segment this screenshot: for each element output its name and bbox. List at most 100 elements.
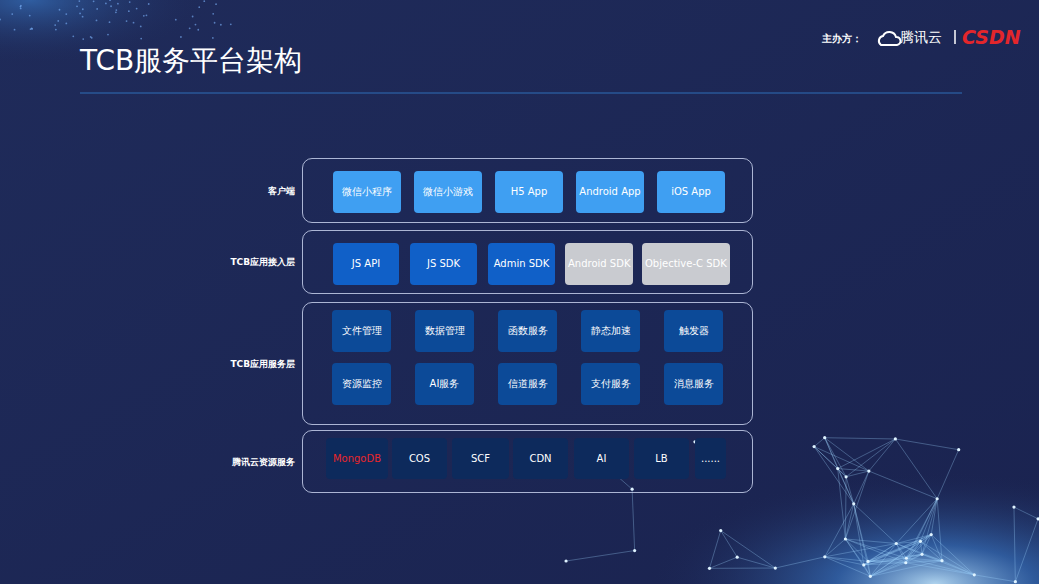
service-name: 微信小游戏 [423,186,473,198]
corner-dot [212,13,214,15]
service-box: 消息服务 [664,363,723,405]
corner-dot [55,29,57,31]
network-line [931,535,974,575]
network-dot [862,563,865,566]
corner-dot [107,34,109,36]
service-box: Admin SDK [488,243,555,285]
corner-dots [0,0,232,40]
corner-dot [31,27,33,29]
corner-dot [20,8,22,10]
network-line [931,535,942,561]
corner-dot [136,8,138,10]
network-line [825,557,868,562]
service-name: ...... [701,453,720,465]
service-name: 触发器 [679,325,709,337]
network-line [845,477,847,539]
corner-dot [214,22,216,24]
service-name: MongoDB [333,453,381,465]
service-box: AI [574,438,629,479]
service-name: 函数服务 [508,325,548,337]
network-dot [936,497,939,500]
network-line [895,439,937,499]
corner-dot [230,23,232,25]
layer-label: 客户端 [205,184,295,197]
service-name: Objective-C SDK [645,258,727,270]
network-line [869,471,937,499]
network-line [906,554,922,562]
service-box: COS [392,438,447,479]
service-name: 数据管理 [425,325,465,337]
network-line [845,539,905,563]
service-box: 信道服务 [498,363,557,405]
network-line [721,531,737,558]
corner-dot [117,3,119,5]
network-dot [836,467,839,470]
logo-separator [954,30,956,44]
service-box: 微信小游戏 [414,171,482,213]
service-name: Admin SDK [494,258,550,270]
network-dot [708,567,711,570]
network-line [845,539,896,544]
network-line [825,504,854,557]
corner-dot [31,28,33,30]
service-name: LB [655,453,667,465]
service-name: 资源监控 [342,378,382,390]
corner-dot [146,14,148,16]
network-dot [904,561,907,564]
corner-dot [105,3,107,5]
corner-dot [76,5,78,7]
globe-network [564,436,1039,583]
corner-dot [54,24,56,26]
service-name: H5 App [511,186,548,198]
corner-dot [65,23,67,25]
network-dot [1014,580,1017,583]
network-dot [823,555,826,558]
corner-dot [59,9,61,11]
layer-band: TCB应用接入层JS APIJS SDKAdmin SDKAndroid SDK… [302,230,753,294]
page-title: TCB服务平台架构 [80,42,302,80]
service-box: AI服务 [415,363,474,405]
service-name: JS API [352,258,380,270]
network-line [721,531,776,568]
network-line [838,469,846,539]
network-line [870,554,922,576]
tencent-cloud-logo: 腾讯云 [900,29,942,47]
network-line [825,438,896,439]
corner-dot [140,38,142,40]
service-name: 消息服务 [674,378,714,390]
network-dot [564,559,567,562]
network-dot [633,549,636,552]
network-line [814,438,825,447]
corner-dot [175,19,177,21]
network-dot [905,557,908,560]
network-line [868,535,931,562]
network-line [974,575,1015,582]
network-dot [866,560,869,563]
service-box: 资源监控 [332,363,391,405]
network-line [937,450,959,499]
service-box: SCF [452,438,509,479]
corner-dot [115,11,117,13]
corner-dot [72,35,74,37]
network-line [775,557,824,568]
corner-dot [82,8,84,10]
network-dot [920,553,923,556]
network-line [846,439,895,477]
service-name: CDN [529,453,551,465]
corner-dot [143,15,145,17]
service-name: 微信小程序 [342,186,392,198]
corner-dot [148,3,150,5]
service-box: MongoDB [326,438,388,479]
corner-dot [140,26,142,28]
service-name: AI服务 [430,378,460,390]
service-box: CDN [513,438,568,479]
network-dot [844,475,847,478]
network-line [845,539,870,576]
network-line [931,499,937,535]
network-line [709,531,720,569]
corner-dot [198,6,200,8]
network-line [845,539,868,561]
corner-dot [109,0,111,1]
network-line [906,535,931,563]
